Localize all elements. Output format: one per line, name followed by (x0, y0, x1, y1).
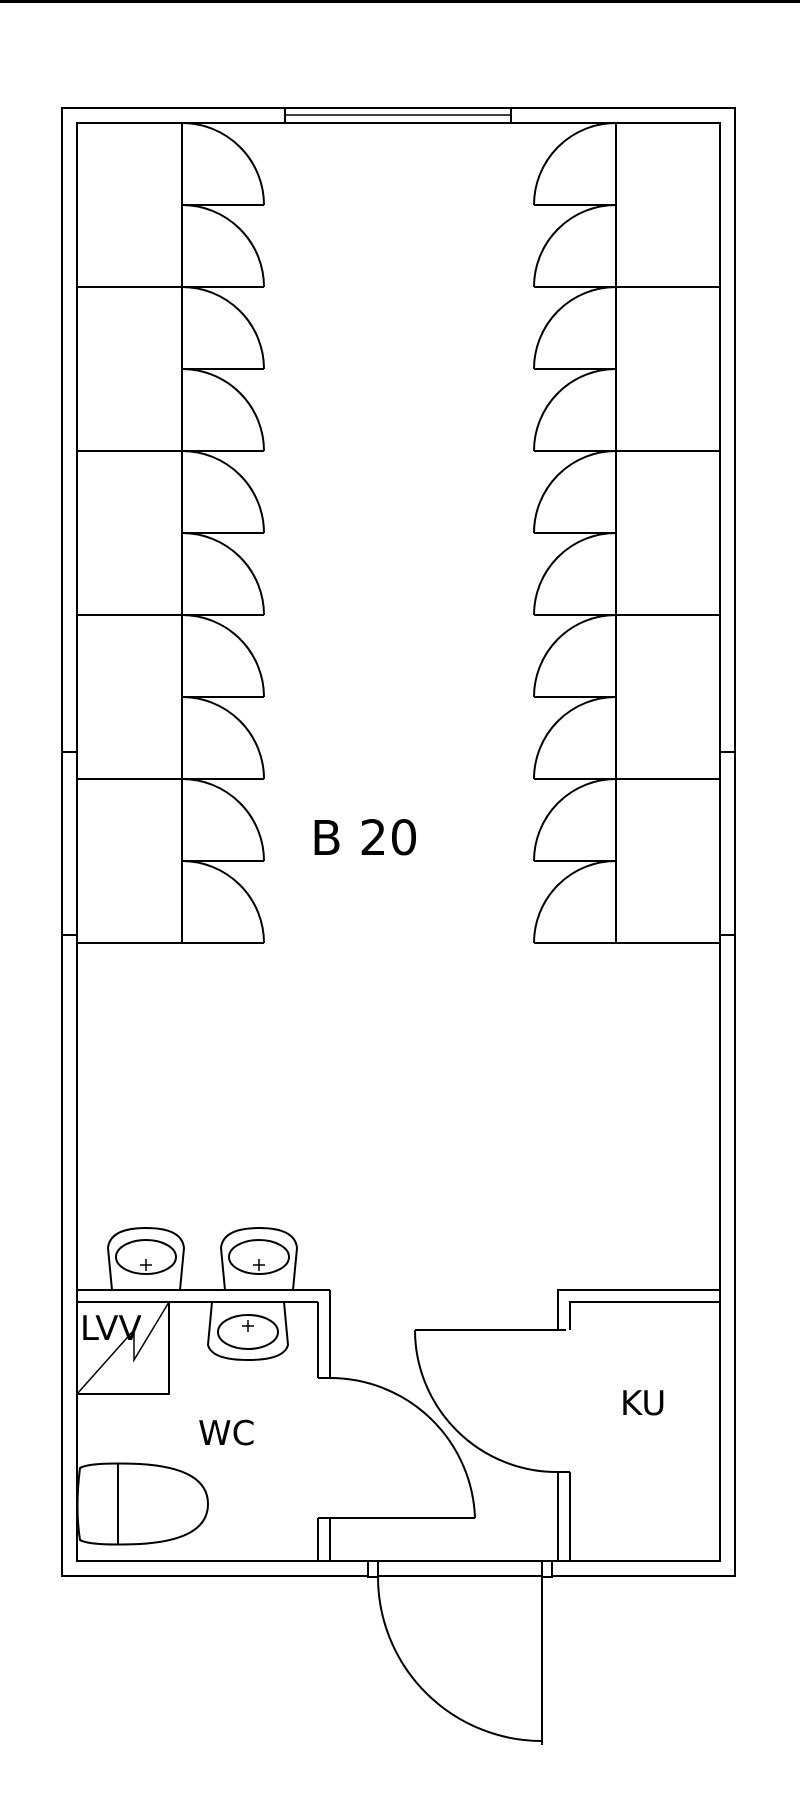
locker-right-3 (533, 286, 617, 370)
toilet (76, 1462, 210, 1546)
locker-left-8 (77, 696, 265, 780)
locker-row-right (533, 122, 720, 944)
locker-right-6 (533, 532, 720, 616)
locker-right-8 (533, 696, 720, 780)
locker-right-4 (533, 368, 720, 452)
room-label-main: B 20 (310, 811, 419, 867)
locker-left-7 (181, 614, 265, 698)
locker-right-5 (533, 450, 617, 534)
wc-door (329, 1377, 476, 1519)
top-edge-line (0, 0, 800, 3)
locker-left-2 (77, 204, 265, 288)
locker-right-7 (533, 614, 617, 698)
wc-sink (206, 1301, 290, 1362)
locker-right-2 (533, 204, 720, 288)
locker-left-3 (181, 286, 265, 370)
locker-right-10 (533, 860, 720, 944)
locker-right-1 (533, 122, 617, 206)
locker-left-4 (77, 368, 265, 452)
equipment-label-lvv: LVV (80, 1309, 142, 1349)
sink-1 (106, 1226, 186, 1291)
entrance-door (367, 1560, 553, 1745)
locker-right-9 (533, 778, 617, 862)
room-label-ku: KU (620, 1384, 666, 1424)
wall-joints (62, 751, 735, 936)
locker-left-6 (77, 532, 265, 616)
ku-door (414, 1329, 559, 1474)
locker-left-1 (181, 122, 265, 206)
locker-left-9 (181, 778, 265, 862)
locker-left-5 (181, 450, 265, 534)
top-window (284, 107, 512, 124)
room-label-wc: WC (198, 1414, 255, 1454)
locker-left-10 (77, 860, 265, 944)
ku-walls (557, 1289, 720, 1561)
locker-row-left (77, 122, 265, 944)
sink-2 (219, 1226, 299, 1291)
lvv-water-heater (76, 1301, 170, 1395)
